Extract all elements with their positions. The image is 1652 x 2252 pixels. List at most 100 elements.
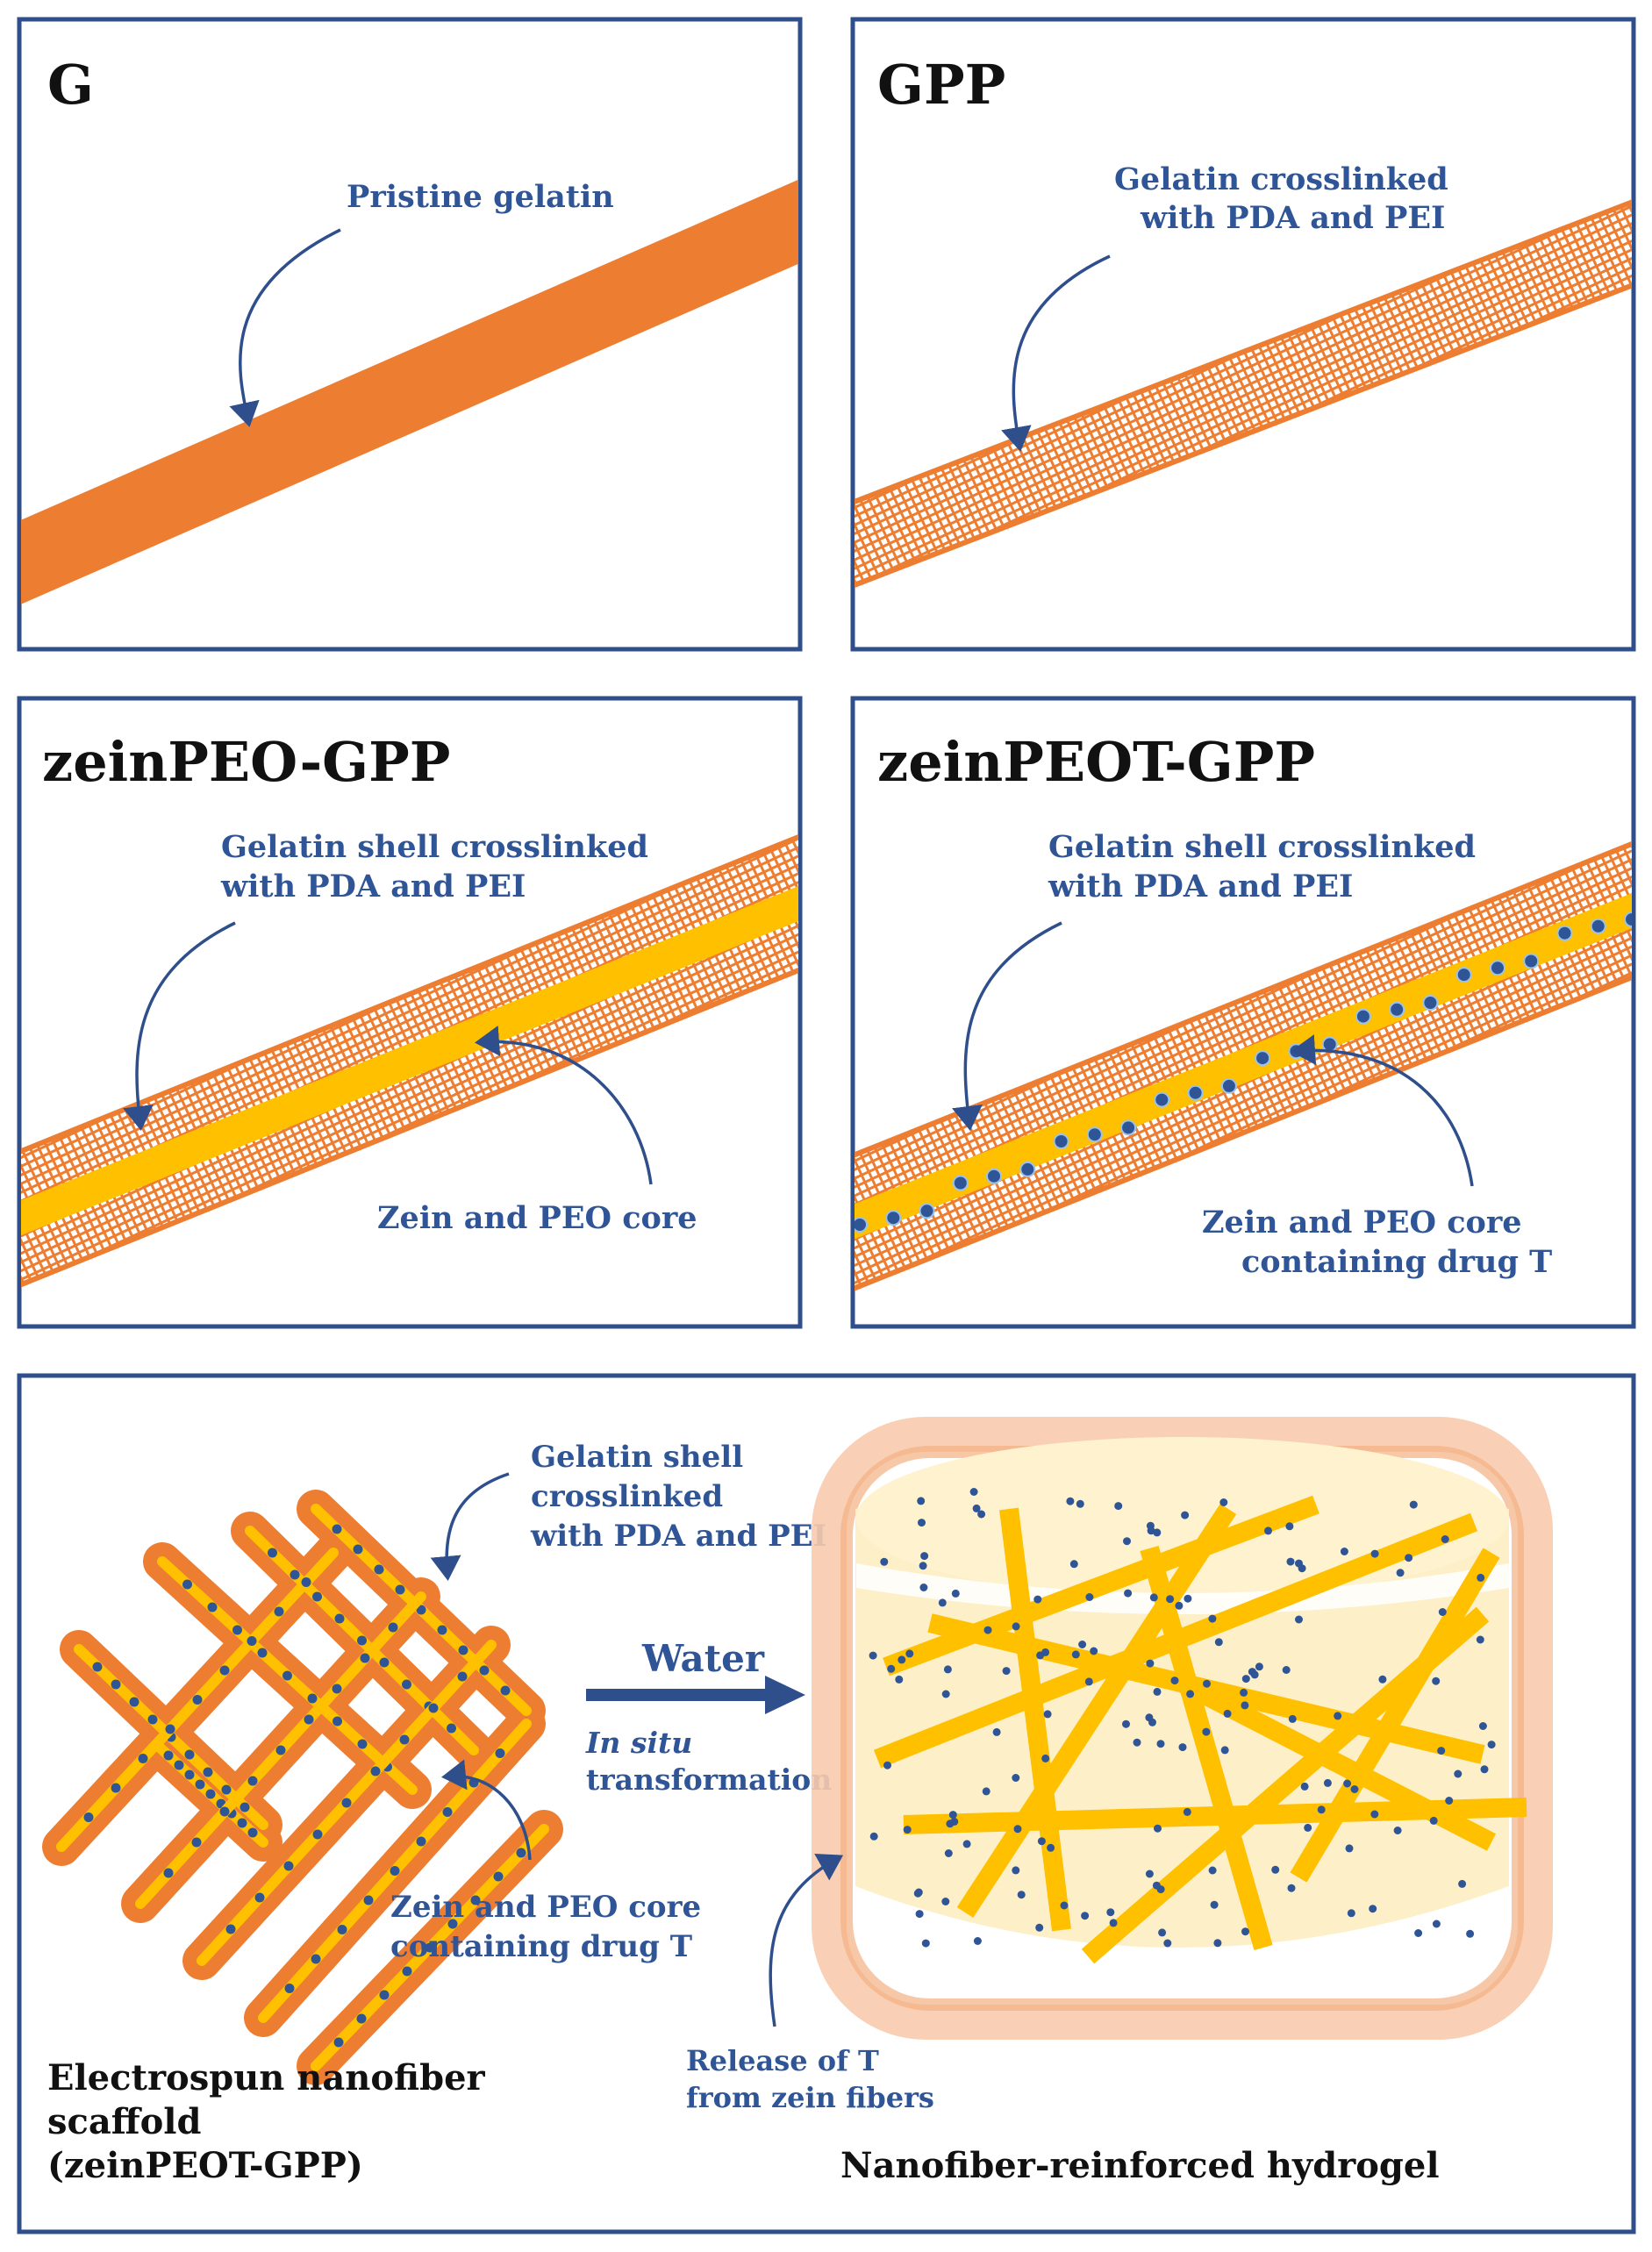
drug-t-dot [917, 1497, 926, 1505]
drug-t-dot [883, 1761, 891, 1769]
drug-t-dot [493, 1871, 504, 1882]
scaffold-shell-label-line2: crosslinked [531, 1479, 723, 1514]
drug-t-dot [275, 1745, 286, 1755]
drug-t-dot [1480, 1765, 1489, 1774]
drug-t-dot [416, 1605, 426, 1615]
core-pointer-arrow [1291, 1034, 1474, 1187]
in-situ-label: In situ [585, 1726, 692, 1760]
drug-t-dot [1187, 1084, 1204, 1101]
transformation-label: transformation [586, 1762, 832, 1797]
drug-t-dot [855, 1217, 868, 1233]
drug-t-dot [219, 1665, 230, 1676]
drug-t-dot [1389, 1001, 1405, 1018]
drug-t-dot [1429, 1816, 1438, 1825]
drug-t-dot [1487, 1741, 1496, 1749]
drug-t-dot [1369, 1905, 1377, 1913]
panel-zeinpeo-gpp: zeinPEO-GPP Gelatin shell crosslinked wi… [17, 696, 803, 1329]
drug-t-dot [379, 1657, 390, 1668]
drug-t-dot [304, 1714, 314, 1725]
drug-t-dot [1213, 1939, 1222, 1948]
drug-t-dot [402, 1966, 412, 1977]
drug-t-dot [1106, 1908, 1115, 1917]
drug-t-dot [191, 1837, 202, 1848]
drug-t-dot [301, 1577, 311, 1587]
drug-t-dot [138, 1754, 148, 1763]
drug-t-dot [1323, 1778, 1332, 1787]
drug-t-dot [225, 1924, 236, 1934]
drug-t-dot [1240, 1688, 1248, 1697]
drug-t-dot [952, 1175, 969, 1191]
pristine-gelatin-fiber [21, 179, 798, 604]
drug-t-dot [1145, 1713, 1154, 1722]
drug-t-dot [1203, 1679, 1211, 1688]
drug-t-dot [913, 1889, 922, 1898]
drug-t-dot [192, 1695, 203, 1705]
drug-t-dot [257, 1648, 268, 1658]
drug-t-dot [1317, 1805, 1326, 1814]
drug-t-dot [1086, 1126, 1103, 1143]
drug-t-dot [447, 1919, 458, 1929]
drug-t-dot [1466, 1929, 1475, 1938]
drug-t-dot [1396, 1569, 1405, 1577]
drug-t-dot [1304, 1823, 1312, 1832]
drug-t-dot [1152, 1881, 1161, 1890]
drug-t-dot [1414, 1929, 1423, 1937]
drug-t-dot [1181, 1511, 1190, 1519]
drug-t-dot [92, 1662, 103, 1672]
drug-t-dot [357, 1739, 368, 1749]
zein-peo-core [855, 893, 1632, 1240]
drug-t-dot [869, 1832, 878, 1841]
drug-t-dot [941, 1690, 950, 1698]
drug-t-dot [885, 1210, 902, 1226]
drug-t-dot [165, 1724, 175, 1734]
drug-t-dot [1060, 1901, 1069, 1910]
shell-pointer-arrow [952, 921, 1062, 1131]
drug-t-dot [1271, 1865, 1280, 1874]
drug-t-dot [1445, 1797, 1454, 1805]
drug-t-dot [983, 1626, 992, 1634]
drug-t-dot [1300, 1782, 1309, 1791]
drug-t-dot [416, 1836, 426, 1847]
panel-zeinpeot-title: zeinPEOT-GPP [877, 730, 1315, 794]
drug-t-dot [307, 1693, 318, 1704]
drug-t-dot [1458, 1879, 1467, 1888]
drug-t-dot [111, 1783, 121, 1793]
drug-t-dot [919, 1584, 928, 1591]
panel-zeinpeot-gpp: zeinPEOT-GPP Gelatin shell crosslinked w… [850, 696, 1636, 1329]
drug-t-dot [972, 1504, 981, 1512]
panel-zeinpeo-title: zeinPEO-GPP [42, 730, 450, 794]
drug-t-dot [1175, 1601, 1184, 1610]
drug-t-dot [370, 1766, 381, 1777]
drug-t-dot [1120, 1119, 1137, 1136]
drug-t-dot [205, 1789, 216, 1799]
drug-t-dot [357, 1635, 367, 1646]
drug-t-dot [920, 1552, 929, 1561]
drug-t-dot [1012, 1866, 1020, 1875]
drug-t-dot [1041, 1754, 1050, 1762]
drug-t-dot [1455, 967, 1472, 983]
drug-t-dot [1286, 1557, 1295, 1566]
drug-t-dot [903, 1826, 912, 1834]
drug-t-dot [1124, 1589, 1133, 1598]
drug-t-dot [1432, 1676, 1441, 1685]
panel-transformation: Gelatin shell crosslinked with PDA and P… [17, 1373, 1636, 2234]
drug-t-dot [1170, 1676, 1179, 1685]
drug-t-dot [1184, 1594, 1192, 1603]
drug-t-dot [941, 1898, 950, 1905]
drug-t-dot [1078, 1641, 1087, 1648]
drug-t-dot [1334, 1712, 1342, 1720]
drug-t-dot [254, 1892, 265, 1903]
drug-t-dot [1163, 1939, 1172, 1948]
drug-t-dot [1432, 1920, 1441, 1928]
drug-t-dot [1208, 1614, 1217, 1623]
drug-t-dot [516, 1848, 526, 1858]
zeinpeot-shell-label-line2: with PDA and PEI [1048, 869, 1353, 904]
drug-t-dot [1166, 1595, 1175, 1604]
drug-t-dot [184, 1749, 195, 1760]
drug-t-dot [1012, 1622, 1020, 1631]
zein-fiber [1081, 1606, 1490, 1964]
drug-t-dot [1035, 1923, 1044, 1932]
drug-t-dot [495, 1748, 505, 1758]
drug-t-dot [1019, 1161, 1036, 1177]
